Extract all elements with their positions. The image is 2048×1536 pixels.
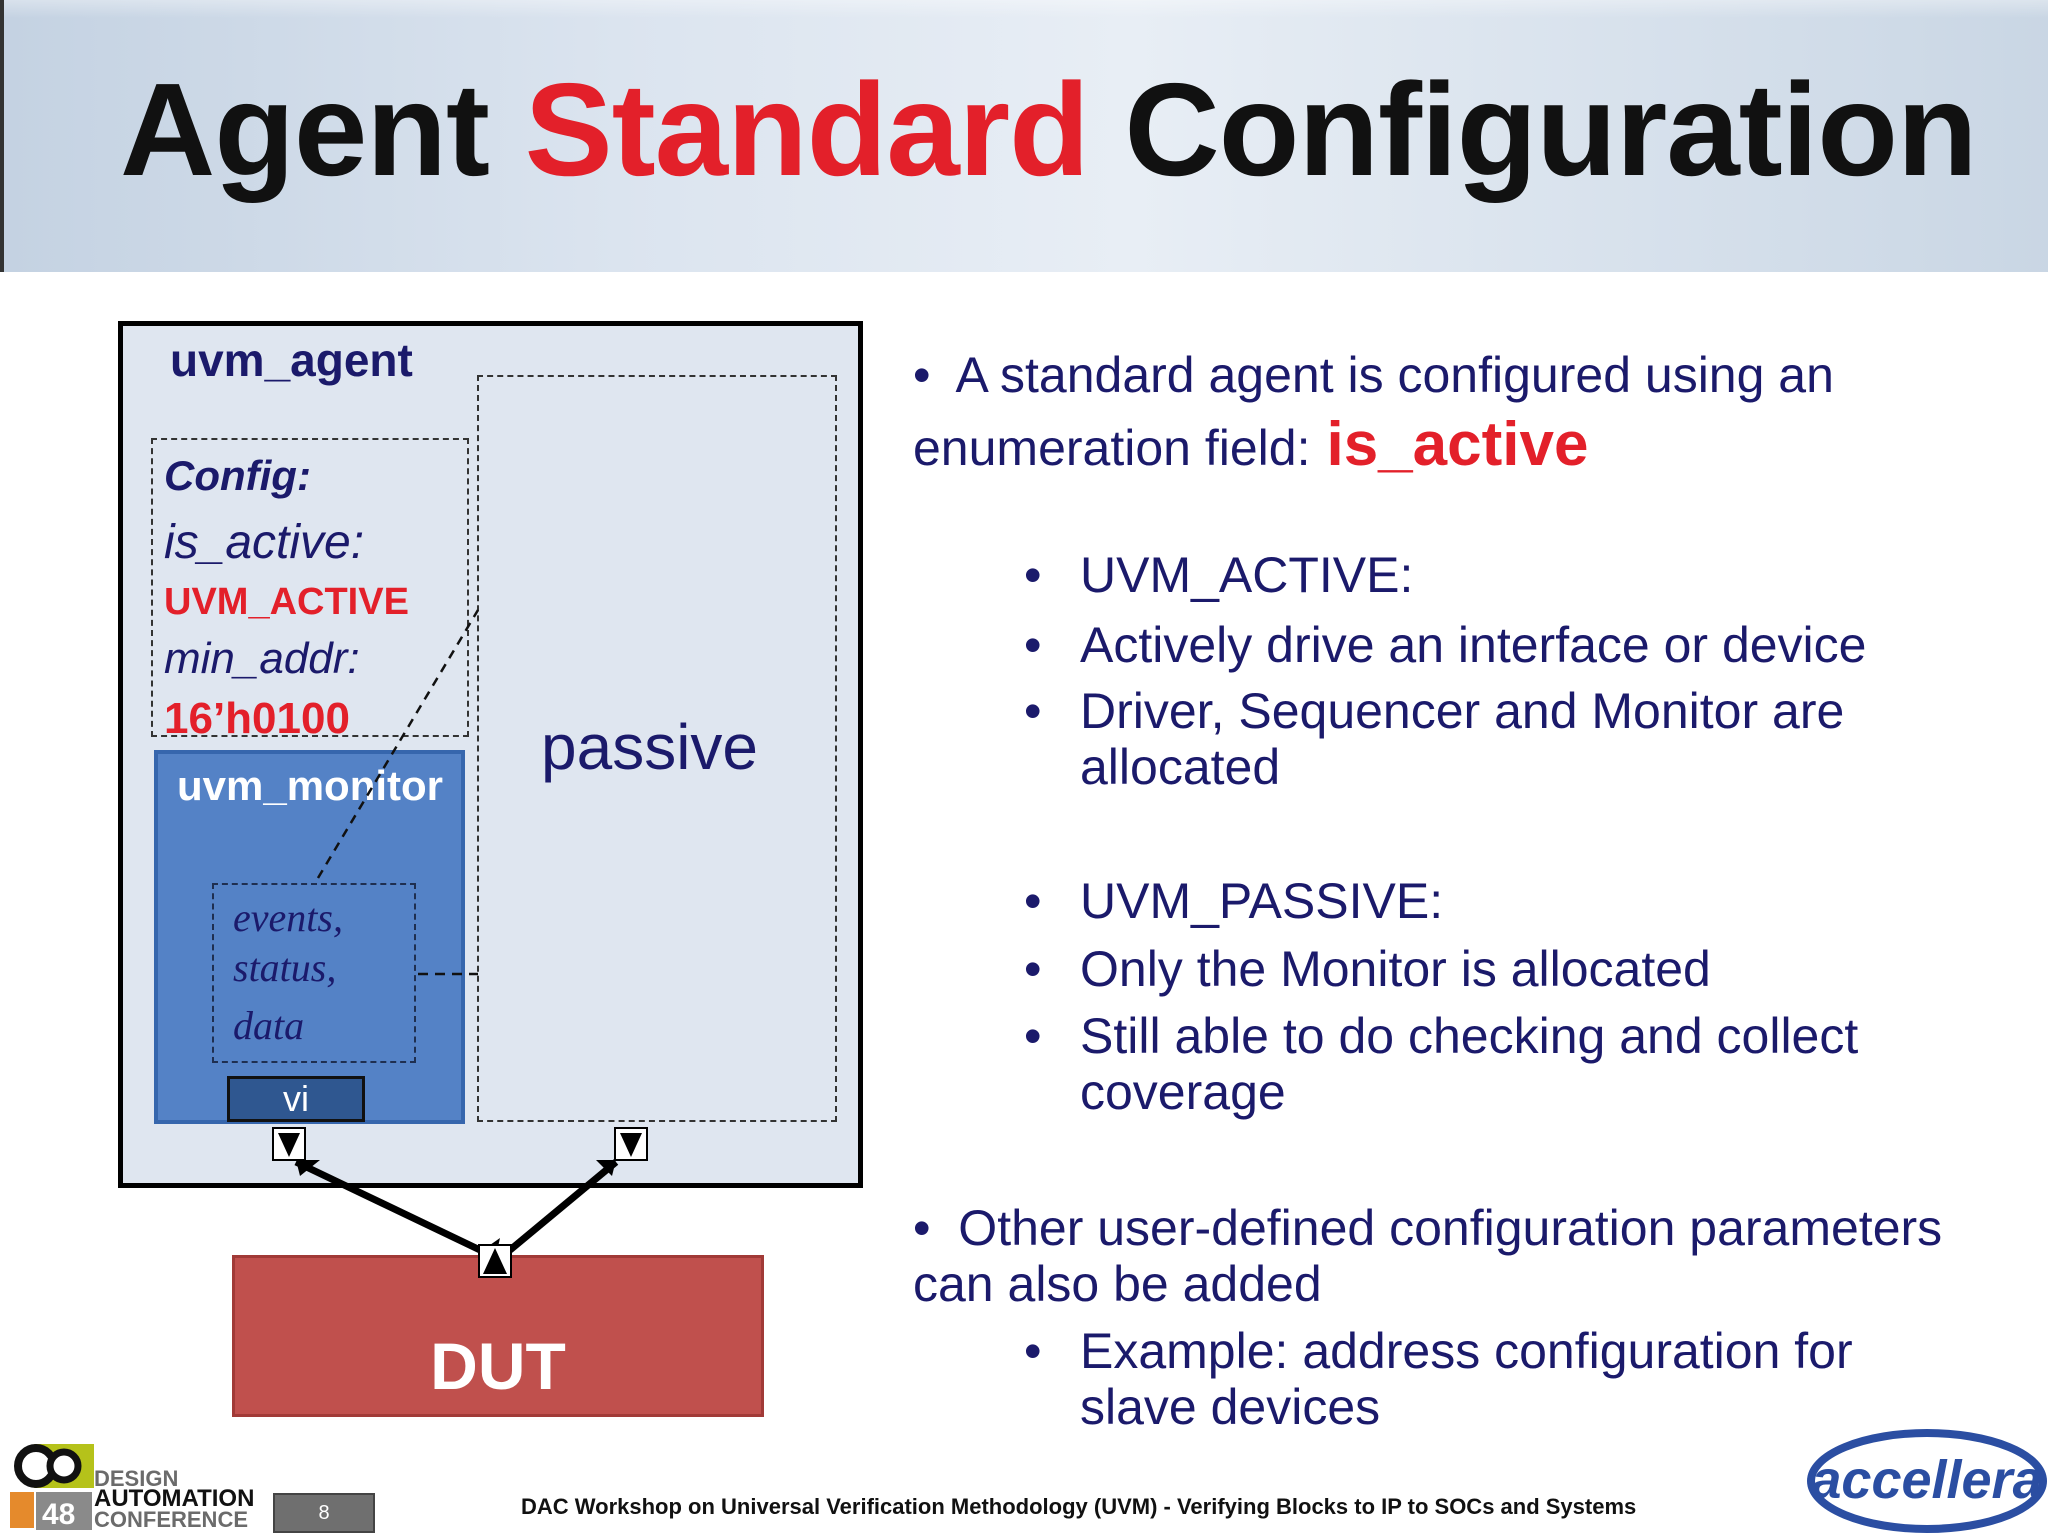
is-active-key: is_active: [164, 516, 365, 569]
passive-item: •UVM_PASSIVE: [1024, 873, 1444, 929]
slide-title: Agent Standard Configuration [120, 64, 1978, 196]
dac-line-automation: AUTOMATION [94, 1485, 255, 1512]
intro-bullet: • A standard agent is configured using a… [913, 347, 1834, 479]
config-title: Config: [164, 452, 311, 499]
accellera-logo: accellera [1807, 1429, 2047, 1533]
page-number: 8 [273, 1493, 375, 1533]
min-addr-key: min_addr: [164, 634, 360, 683]
title-word-configuration: Configuration [1124, 56, 1977, 203]
dut-label: DUT [430, 1329, 566, 1403]
intro-text: A standard agent is configured using an … [913, 347, 1834, 476]
slide-header [0, 0, 2048, 272]
arrowhead-monitor [296, 1160, 320, 1176]
events-box [212, 883, 416, 1063]
events-text: events, status, data [233, 893, 343, 1051]
is-active-value: UVM_ACTIVE [164, 581, 409, 623]
monitor-port [272, 1127, 306, 1161]
active-item: •Driver, Sequencer and Monitor are alloc… [1024, 683, 1845, 795]
dac-number: 48 [42, 1498, 75, 1531]
active-item: •UVM_ACTIVE: [1024, 547, 1414, 603]
uvm-agent-label: uvm_agent [170, 334, 413, 386]
accellera-wordmark: accellera [1811, 1450, 2042, 1510]
data-line: data [233, 1003, 305, 1048]
min-addr-value: 16’h0100 [164, 694, 350, 743]
other-bullet: • Other user-defined configuration param… [913, 1200, 1943, 1312]
uvm-monitor-label: uvm_monitor [177, 762, 444, 809]
active-item: •Actively drive an interface or device [1024, 617, 1867, 673]
vi-box: vi [227, 1076, 365, 1122]
passive-port [614, 1127, 648, 1161]
config-box [151, 438, 469, 737]
arrowhead-passive [596, 1160, 616, 1176]
footer-caption: DAC Workshop on Universal Verification M… [521, 1494, 1637, 1519]
status-line: status, [233, 945, 337, 990]
events-line: events, [233, 895, 343, 940]
title-word-agent: Agent [120, 56, 490, 203]
passive-item: •Only the Monitor is allocated [1024, 941, 1711, 997]
title-word-standard: Standard [524, 56, 1090, 203]
dac-line-conference: CONFERENCE [94, 1507, 249, 1532]
dut-port [478, 1244, 512, 1278]
dac-line-design: DESIGN [94, 1466, 179, 1491]
passive-dut-arrow-line [507, 1159, 619, 1253]
example-item: •Example: address configuration for slav… [1024, 1323, 1853, 1435]
passive-box [477, 375, 837, 1122]
dac-logo-icon: 48 [10, 1444, 94, 1531]
config-link-line [316, 609, 480, 879]
monitor-dut-arrow-line [294, 1158, 482, 1254]
is-active-highlight: is_active [1326, 410, 1589, 479]
passive-label: passive [541, 711, 758, 783]
passive-item: •Still able to do checking and collect c… [1024, 1008, 1859, 1120]
